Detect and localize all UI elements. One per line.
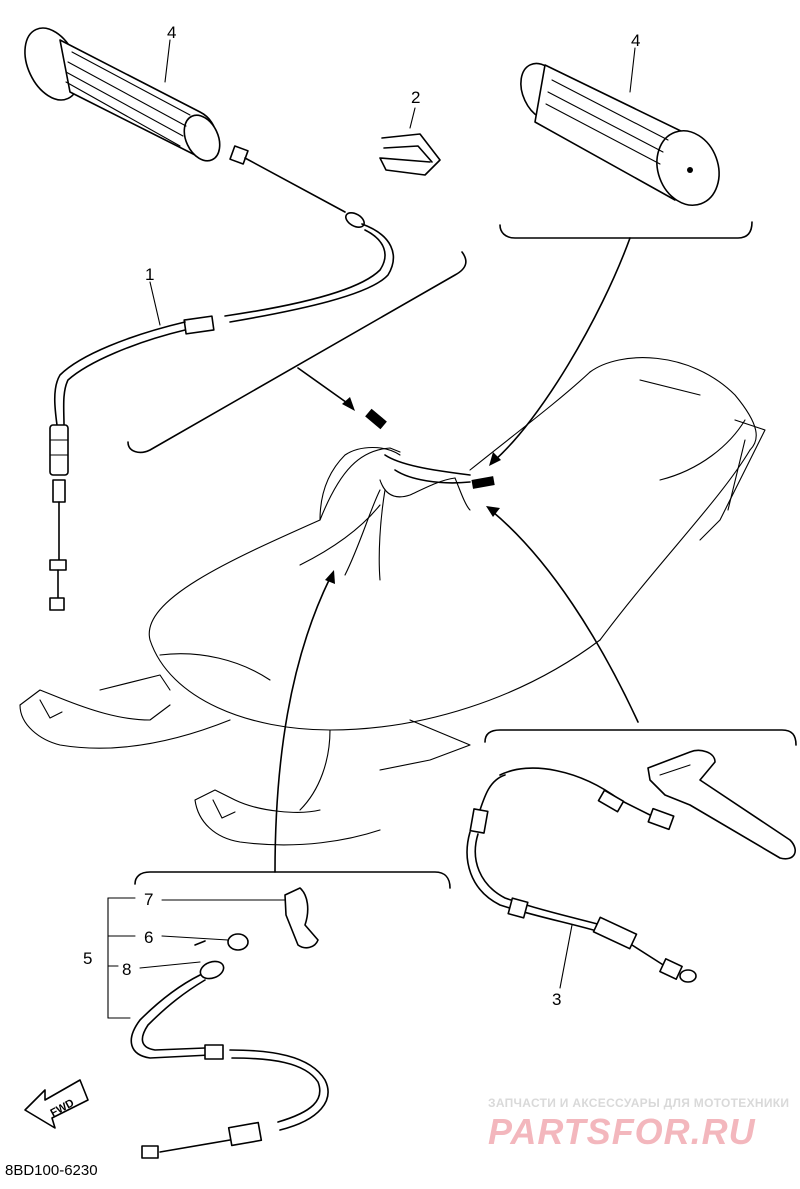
throttle-cable [49, 145, 395, 611]
callout-3: 3 [552, 990, 561, 1009]
watermark: ЗАПЧАСТИ И АКСЕССУАРЫ ДЛЯ МОТОТЕХНИКИ PA… [488, 1096, 789, 1152]
brake-cable-and-lever [466, 749, 796, 983]
diagram-code: 8BD100-6230 [5, 1162, 98, 1179]
forward-direction-arrow: FWD [24, 1079, 89, 1129]
watermark-brand: PARTSFOR.RU [488, 1111, 756, 1152]
group-bracket-right-bottom [484, 729, 797, 746]
callout-4-right: 4 [631, 31, 640, 50]
throttle-lever-assembly [107, 887, 329, 1159]
watermark-tagline: ЗАПЧАСТИ И АКСЕССУАРЫ ДЛЯ МОТОТЕХНИКИ [488, 1096, 789, 1110]
group-bracket-right-top [499, 221, 753, 239]
callout-8: 8 [122, 960, 131, 979]
callout-2: 2 [411, 88, 420, 107]
left-handlebar-grip [24, 27, 221, 162]
callout-1: 1 [145, 265, 154, 284]
right-handlebar-grip [520, 62, 720, 206]
callout-7: 7 [144, 890, 153, 909]
group-bracket-left [127, 251, 467, 454]
callout-5: 5 [83, 949, 92, 968]
pointer-arrows [274, 237, 639, 873]
group-bracket-bottom [134, 871, 451, 889]
callout-6: 6 [144, 928, 153, 947]
snowmobile-body [19, 357, 766, 846]
clip-part [379, 133, 441, 176]
callout-4-left: 4 [167, 23, 176, 42]
callout-leaders [149, 39, 636, 989]
